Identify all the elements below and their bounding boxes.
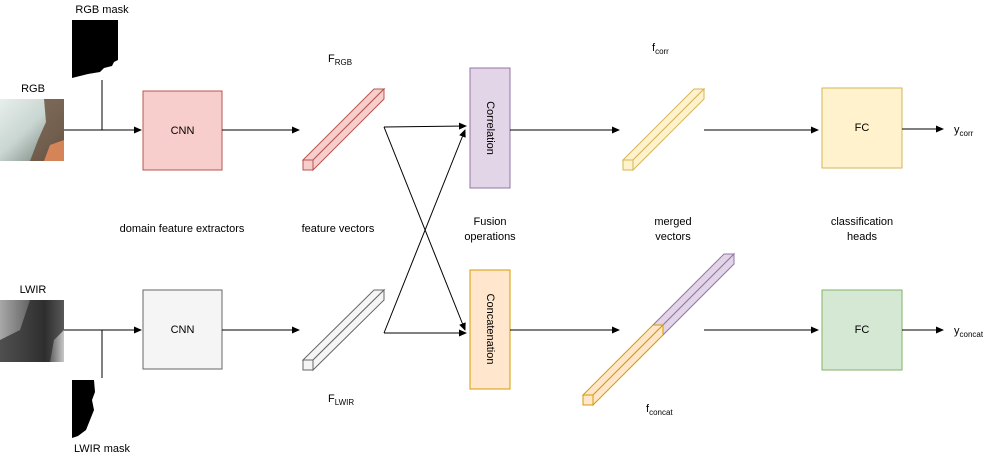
correlation-label: Correlation (484, 101, 496, 155)
feature-lwir-label: FLWIR (328, 393, 354, 407)
cnn-rgb-label: CNN (171, 125, 195, 137)
section-label-fusion-line1: Fusion (473, 216, 506, 228)
lwir-mask-image (72, 380, 112, 438)
lwir-mask-label: LWIR mask (74, 443, 131, 455)
merged-vector-concat-rgb-part (581, 323, 665, 407)
section-label-features: feature vectors (302, 223, 375, 235)
rgb-mask-image (72, 20, 132, 78)
edge-frgb-to-correlation (383, 122, 467, 130)
section-label-merged-line1: merged (654, 216, 691, 228)
merged-vector-concat-lwir-part (651, 252, 736, 337)
fcorr-label: fcorr (652, 42, 669, 56)
section-label-heads-line2: heads (847, 231, 877, 243)
cnn-rgb-box: CNN (142, 90, 223, 171)
section-label-extractors: domain feature extractors (120, 223, 245, 235)
fc-top-box: FC (821, 87, 903, 169)
lwir-image (0, 300, 64, 362)
fconcat-label: fconcat (646, 403, 673, 417)
cnn-lwir-box: CNN (142, 289, 223, 370)
fc-bottom-label: FC (855, 324, 870, 336)
cnn-lwir-label: CNN (171, 324, 195, 336)
rgb-label: RGB (21, 83, 45, 95)
merged-vector-corr (621, 87, 706, 172)
feature-rgb-label: FRGB (328, 53, 352, 67)
correlation-box: Correlation (469, 67, 511, 189)
section-label-fusion-line2: operations (464, 231, 516, 243)
rgb-mask-label: RGB mask (75, 4, 129, 16)
edge-flwir-to-correlation (383, 129, 466, 334)
ycorr-label: ycorr (954, 124, 974, 138)
feature-vector-rgb (301, 87, 386, 172)
fc-bottom-box: FC (821, 289, 903, 371)
rgb-image (0, 99, 64, 161)
section-label-heads-line1: classification (831, 216, 893, 228)
edge-frgb-to-concatenation (383, 126, 466, 331)
fc-top-label: FC (855, 122, 870, 134)
section-label-merged-line2: vectors (655, 231, 691, 243)
feature-vector-lwir (301, 288, 386, 372)
lwir-label: LWIR (20, 284, 47, 296)
concatenation-box: Concatenation (469, 269, 511, 390)
yconcat-label: yconcat (954, 325, 984, 339)
concatenation-label: Concatenation (484, 294, 496, 365)
